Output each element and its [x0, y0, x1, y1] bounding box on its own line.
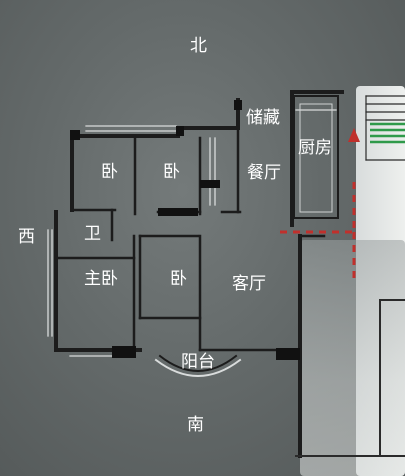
west-label: 西	[18, 227, 35, 247]
stair-highlight	[370, 122, 405, 144]
neighbor-building	[295, 299, 405, 457]
kitchen-counter	[293, 95, 339, 219]
room-bathroom-label: 卫	[84, 224, 101, 244]
room-master-bedroom-label: 主卧	[84, 269, 118, 289]
kitchen-inner	[299, 103, 333, 213]
room-dining-label: 餐厅	[247, 163, 281, 183]
room-bedroom-1-label: 卧	[101, 162, 118, 182]
room-kitchen-label: 厨房	[298, 138, 332, 158]
interior-walls	[56, 128, 326, 352]
stairs	[365, 95, 405, 161]
room-bedroom-2-label: 卧	[163, 162, 180, 182]
photo-glare-panel-lower	[300, 240, 405, 476]
balcony-arc	[154, 358, 242, 377]
north-label: 北	[190, 36, 207, 56]
room-bedroom-3-label: 卧	[170, 269, 187, 289]
route-arrow	[348, 128, 360, 142]
south-label: 南	[187, 415, 204, 435]
room-storage-label: 储藏	[246, 108, 280, 128]
wall-pillars	[70, 100, 300, 360]
room-balcony-label: 阳台	[181, 352, 215, 372]
room-living-label: 客厅	[232, 274, 266, 294]
